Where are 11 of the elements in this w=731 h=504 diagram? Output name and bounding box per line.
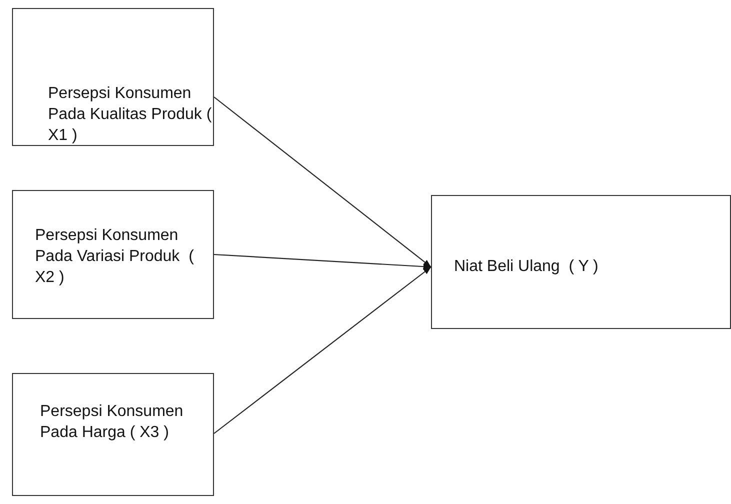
process-box: [12, 8, 214, 146]
node-label: Persepsi Konsumen Pada Kualitas Produk ( X1 ): [48, 84, 213, 146]
process-box: [431, 195, 731, 329]
node-label: Persepsi Konsumen Pada Harga ( X3 ): [40, 402, 184, 443]
node-label: Niat Beli Ulang ( Y ): [454, 257, 600, 277]
arrow: [214, 266, 432, 434]
arrow: [214, 254, 432, 270]
process-box: [12, 190, 214, 319]
node-label: Persepsi Konsumen Pada Variasi Produk ( X2 ): [35, 226, 195, 288]
process-box: [12, 373, 214, 496]
arrow: [214, 96, 432, 268]
